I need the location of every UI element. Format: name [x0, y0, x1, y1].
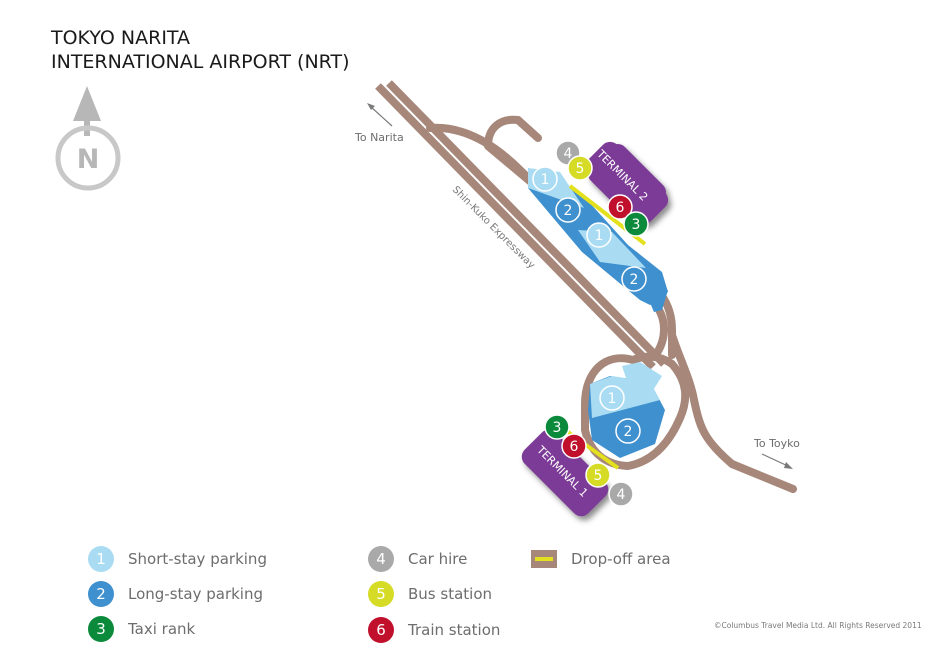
short-stay-marker-number: 1: [595, 228, 604, 244]
long-stay-marker: 2: [621, 266, 647, 292]
copyright-notice: ©Columbus Travel Media Ltd. All Rights R…: [714, 621, 922, 630]
taxi-rank-marker: 3: [544, 414, 570, 440]
legend-label-dropoff: Drop-off area: [571, 550, 671, 568]
long-stay-marker-number: 2: [564, 203, 573, 219]
legend-label-short-stay: Short-stay parking: [128, 550, 267, 568]
legend-label-car-hire: Car hire: [408, 550, 468, 568]
to-tokyo-arrow-icon: [761, 453, 793, 469]
legend-marker-bus: 5: [368, 581, 394, 607]
legend-item-bus: 5 Bus station: [368, 581, 492, 607]
train-station-marker: 6: [561, 433, 587, 459]
legend-label-bus: Bus station: [408, 585, 493, 603]
long-stay-marker: 2: [555, 197, 581, 223]
long-stay-marker-number: 2: [624, 424, 633, 440]
legend-label-train: Train station: [408, 621, 501, 639]
bus-station-marker-number: 5: [576, 161, 585, 177]
long-stay-marker-number: 2: [630, 272, 639, 288]
bus-station-marker: 5: [567, 155, 593, 181]
legend-item-taxi: 3 Taxi rank: [88, 616, 195, 642]
legend-marker-taxi: 3: [88, 616, 114, 642]
legend-label-long-stay: Long-stay parking: [128, 585, 264, 603]
legend-item-train: 6 Train station: [368, 617, 500, 643]
dropoff-swatch-icon: [531, 550, 557, 568]
legend-marker-car-hire: 4: [368, 546, 394, 572]
bus-station-marker-number: 5: [594, 468, 603, 484]
long-stay-marker: 2: [615, 418, 641, 444]
legend-marker-long-stay: 2: [88, 581, 114, 607]
taxi-rank-marker: 3: [623, 211, 649, 237]
short-stay-marker: 1: [532, 166, 558, 192]
legend-item-car-hire: 4 Car hire: [368, 546, 467, 572]
legend-item-dropoff: Drop-off area: [531, 546, 671, 572]
north-arrow-icon: N: [55, 86, 121, 191]
legend-marker-short-stay: 1: [88, 546, 114, 572]
car-hire-marker: 4: [608, 481, 634, 507]
title-line-1: TOKYO NARITA: [51, 27, 191, 49]
expressway-label: Shin-Kuko Expressway: [450, 184, 537, 271]
short-stay-marker: 1: [599, 385, 625, 411]
to-narita-label: To Narita: [354, 131, 404, 144]
legend-label-taxi: Taxi rank: [128, 620, 196, 638]
train-station-marker-number: 6: [570, 439, 579, 455]
short-stay-marker: 1: [586, 222, 612, 248]
to-narita-arrow-icon: [367, 103, 393, 127]
to-tokyo-label: To Toyko: [753, 437, 800, 450]
legend-item-long-stay: 2 Long-stay parking: [88, 581, 263, 607]
car-hire-marker-number: 4: [617, 487, 626, 503]
map-title: TOKYO NARITA INTERNATIONAL AIRPORT (NRT): [51, 26, 350, 74]
train-station-marker: 6: [607, 194, 633, 220]
terminal-1-building: [521, 429, 609, 517]
title-line-2: INTERNATIONAL AIRPORT (NRT): [51, 51, 350, 73]
legend-item-short-stay: 1 Short-stay parking: [88, 546, 267, 572]
taxi-rank-marker-number: 3: [632, 217, 641, 233]
north-label: N: [77, 144, 100, 175]
legend-marker-train: 6: [368, 617, 394, 643]
train-station-marker-number: 6: [616, 200, 625, 216]
short-stay-marker-number: 1: [541, 172, 550, 188]
short-stay-marker-number: 1: [608, 391, 617, 407]
bus-station-marker: 5: [585, 462, 611, 488]
taxi-rank-marker-number: 3: [553, 420, 562, 436]
terminal-2-building: [585, 141, 669, 225]
car-hire-marker-number: 4: [564, 146, 573, 162]
